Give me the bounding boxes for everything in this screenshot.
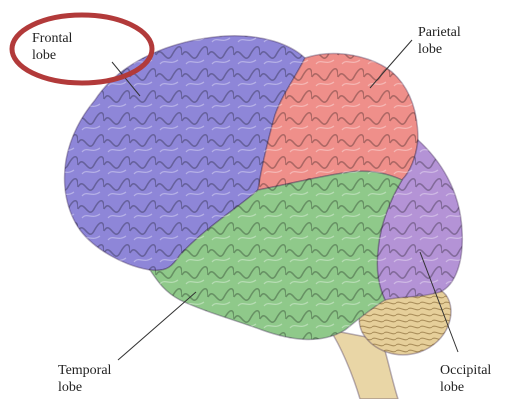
occipital-lobe-label: Occipital lobe [440, 362, 491, 396]
parietal-lobe-label: Parietal lobe [418, 24, 461, 58]
temporal-leader-line [118, 292, 196, 360]
frontal-lobe-label: Frontal lobe [32, 30, 72, 64]
temporal-lobe-label: Temporal lobe [58, 362, 111, 396]
